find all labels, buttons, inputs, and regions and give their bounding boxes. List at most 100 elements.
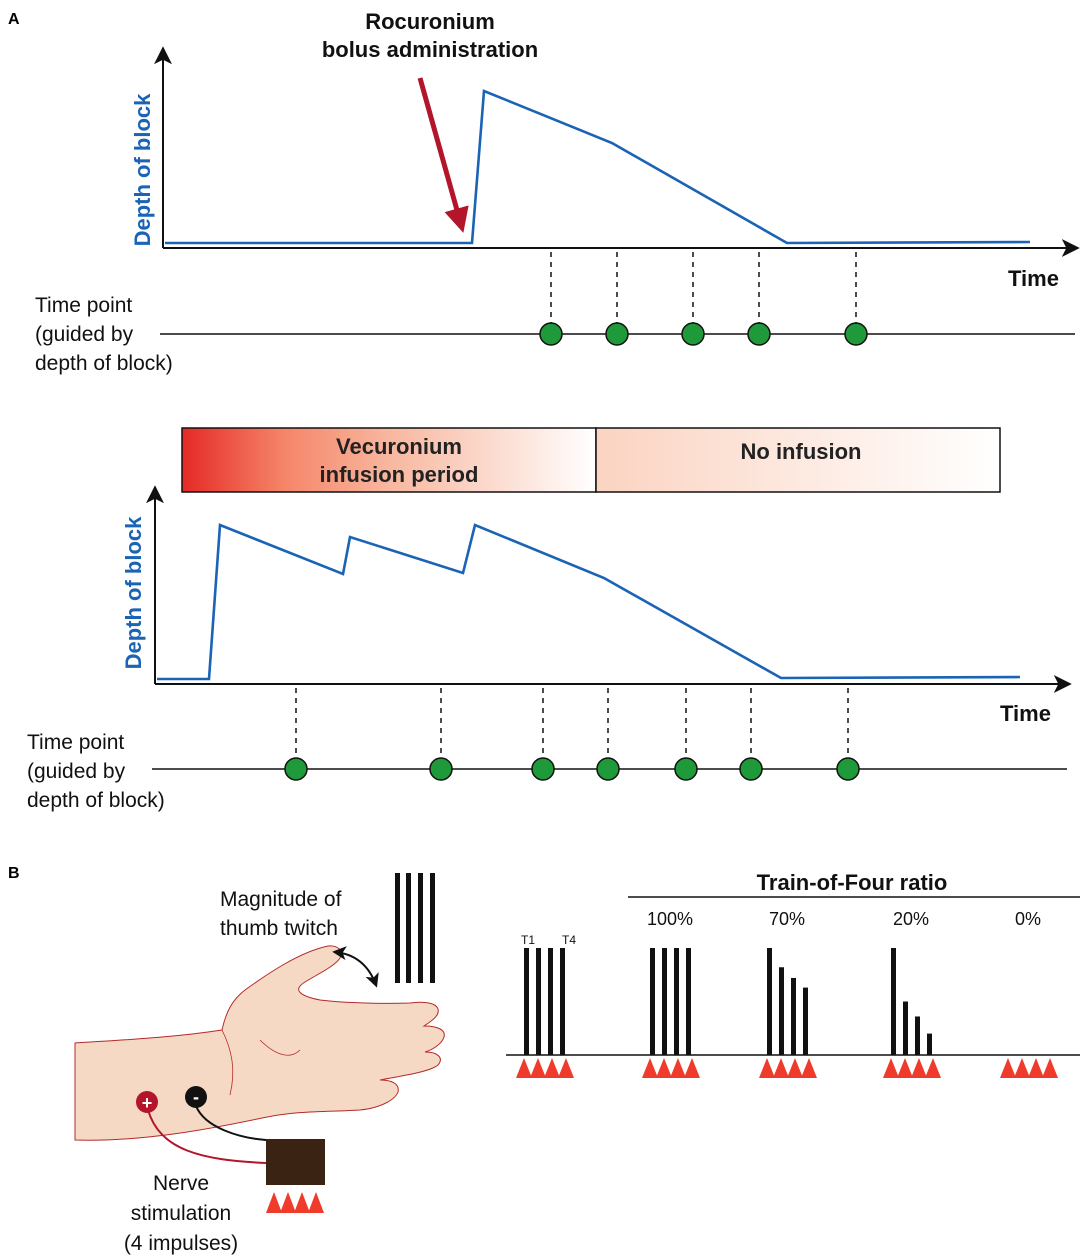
negative-electrode-sign: -: [193, 1087, 199, 1107]
thumb-crease: [259, 1039, 301, 1056]
tof-title: Train-of-Four ratio: [757, 870, 948, 895]
impulse-icon: [280, 1192, 296, 1213]
nerve-label-1: Nerve: [153, 1172, 209, 1195]
chart1-timepoint-label-1: Time point: [35, 294, 132, 317]
timepoint-dot: [674, 757, 698, 781]
chart2-y-axis-label: Depth of block: [121, 516, 146, 670]
tof-ratio-label: 20%: [893, 909, 929, 929]
twitch-bar: [650, 948, 655, 1055]
rocuronium-annotation-line2: bolus administration: [322, 37, 538, 62]
impulse-icon: [670, 1058, 686, 1078]
magnitude-bar: [430, 873, 435, 983]
impulse-icon: [516, 1058, 532, 1078]
magnitude-bar: [395, 873, 400, 983]
chart2-x-axis-label: Time: [1000, 701, 1051, 726]
chart1: Rocuronium bolus administration Depth of…: [35, 9, 1080, 375]
twitch-bar: [891, 948, 896, 1055]
chart1-timepoints: [539, 322, 868, 346]
timepoint-dot: [681, 322, 705, 346]
timepoint-dot: [739, 757, 763, 781]
timepoint-dot: [836, 757, 860, 781]
twitch-bar: [927, 1033, 932, 1055]
infusion-label-2: infusion period: [320, 462, 479, 487]
twitch-bar: [686, 948, 691, 1055]
chart1-depth-curve: [165, 89, 1031, 245]
hand-icon: [74, 945, 445, 1141]
impulse-icon: [530, 1058, 546, 1078]
chart1-x-axis-label: Time: [1008, 266, 1059, 291]
twitch-bar: [524, 948, 529, 1055]
twitch-bar: [803, 987, 808, 1055]
chart1-timepoint-guides: [550, 252, 857, 333]
black-wire: [195, 1105, 267, 1141]
impulse-icon: [759, 1058, 775, 1078]
twitch-bar: [791, 977, 796, 1055]
twitch-arrow-icon: [332, 946, 379, 988]
tof-ratio-label: 0%: [1015, 909, 1041, 929]
no-infusion-label: No infusion: [741, 439, 862, 464]
twitch-bar: [662, 948, 667, 1055]
magnitude-label-2: thumb twitch: [220, 917, 338, 940]
timepoint-dot: [539, 322, 563, 346]
impulse-icon: [266, 1192, 282, 1213]
impulse-icon: [308, 1192, 324, 1213]
magnitude-bar: [406, 873, 411, 983]
chart2: Vecuronium infusion period No infusion D…: [27, 427, 1072, 812]
twitch-bar: [767, 948, 772, 1055]
positive-electrode: [136, 1091, 158, 1113]
timepoint-dot: [596, 757, 620, 781]
palm-crease: [221, 1029, 234, 1096]
impulse-icon: [656, 1058, 672, 1078]
infusion-label-1: Vecuronium: [336, 434, 462, 459]
tof-ratio-label: 100%: [647, 909, 693, 929]
chart1-timepoint-label-2: (guided by: [35, 323, 134, 346]
t4-label: T4: [562, 933, 576, 947]
hand-illustration: Magnitude of thumb twitch + - Nerve stim…: [74, 873, 445, 1255]
impulse-icon: [897, 1058, 913, 1078]
timepoint-dot: [844, 322, 868, 346]
infusion-box: [181, 427, 597, 493]
t1-label: T1: [521, 933, 535, 947]
timepoint-dot: [284, 757, 308, 781]
chart2-timepoint-label-1: Time point: [27, 731, 124, 754]
red-wire: [147, 1109, 267, 1164]
twitch-bar: [674, 948, 679, 1055]
nerve-label-2: stimulation: [131, 1202, 231, 1225]
train-of-four: Train-of-Four ratio T1 T4 100% 70% 20% 0%: [506, 870, 1080, 1078]
chart1-timepoint-label-3: depth of block): [35, 352, 173, 375]
magnitude-bar: [418, 873, 423, 983]
nerve-stimulator: [266, 1139, 325, 1185]
impulse-icon: [801, 1058, 817, 1078]
chart1-y-axis-label: Depth of block: [130, 93, 155, 247]
impulse-icon: [684, 1058, 700, 1078]
impulse-icon: [773, 1058, 789, 1078]
impulse-icon: [642, 1058, 658, 1078]
magnitude-label-1: Magnitude of: [220, 888, 342, 911]
panel-b-label: B: [8, 865, 20, 882]
chart2-timepoint-label-2: (guided by: [27, 760, 126, 783]
impulse-icon: [925, 1058, 941, 1078]
twitch-bar: [779, 967, 784, 1055]
impulse-icon: [1028, 1058, 1044, 1078]
twitch-bar: [903, 1001, 908, 1055]
chart2-timepoint-label-3: depth of block): [27, 789, 165, 812]
timepoint-dot: [429, 757, 453, 781]
tof-ratio-label: 70%: [769, 909, 805, 929]
impulse-icon: [1042, 1058, 1058, 1078]
nerve-label-3: (4 impulses): [124, 1232, 238, 1255]
impulse-icon: [544, 1058, 560, 1078]
bolus-arrow: [417, 77, 469, 233]
positive-electrode-sign: +: [142, 1093, 153, 1113]
impulse-icon: [883, 1058, 899, 1078]
chart2-timepoint-guides: [295, 688, 849, 768]
chart2-timepoints: [284, 757, 860, 781]
twitch-bar: [548, 948, 553, 1055]
timepoint-dot: [605, 322, 629, 346]
stimulator-impulses: [266, 1192, 324, 1213]
impulse-icon: [1014, 1058, 1030, 1078]
no-infusion-box: [595, 427, 1001, 493]
twitch-bar: [536, 948, 541, 1055]
timepoint-dot: [531, 757, 555, 781]
magnitude-bars: [395, 873, 435, 983]
